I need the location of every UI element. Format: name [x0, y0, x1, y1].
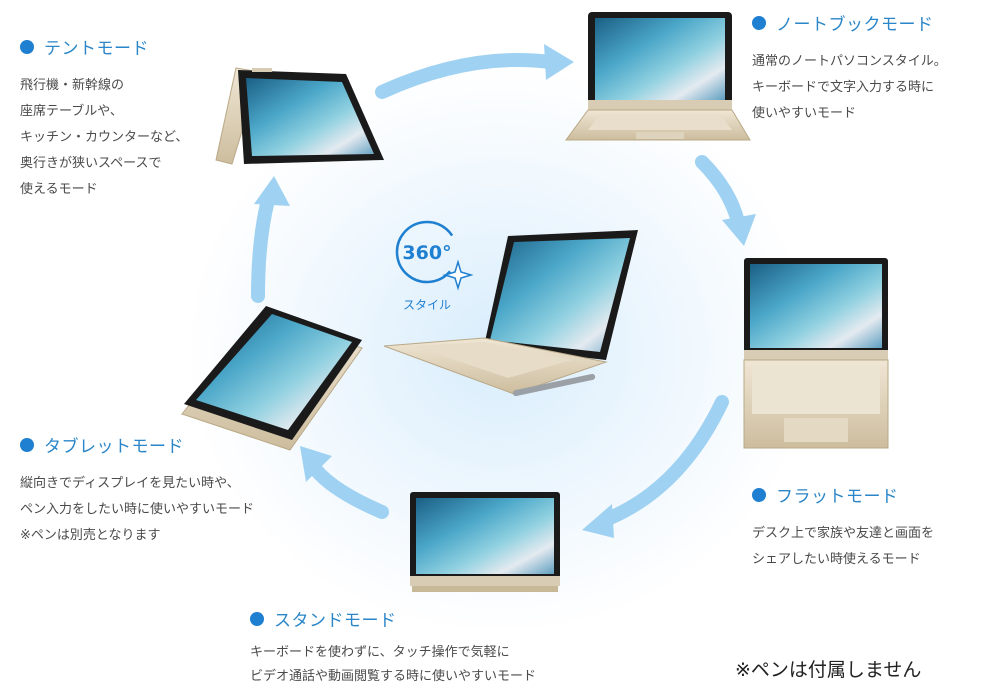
mode-stand-title: スタンドモード	[250, 606, 536, 631]
desc-line: ペン入力をしたい時に使いやすいモード	[20, 502, 255, 517]
mode-tent: テントモード 飛行機・新幹線の 座席テーブルや、 キッチン・カウンターなど、 奥…	[20, 34, 188, 203]
mode-notebook-title: ノートブックモード	[752, 10, 947, 35]
desc-line: 飛行機・新幹線の	[20, 78, 125, 93]
desc-line: デスク上で家族や友達と画面を	[752, 526, 935, 541]
desc-line: キーボードを使わずに、タッチ操作で気軽に	[250, 645, 510, 660]
sparkle-icon	[442, 259, 474, 291]
mode-flat-desc: デスク上で家族や友達と画面を シェアしたい時使えるモード	[752, 521, 934, 573]
cycle-arrows	[251, 44, 756, 538]
desc-line: 使えるモード	[20, 182, 98, 197]
desc-line: ビデオ通話や動画閲覧する時に使いやすいモード	[250, 669, 537, 684]
desc-line: 使いやすいモード	[752, 106, 857, 121]
mode-tent-desc: 飛行機・新幹線の 座席テーブルや、 キッチン・カウンターなど、 奥行きが狭いスペ…	[20, 73, 188, 203]
mode-notebook-title-text: ノートブックモード	[776, 15, 934, 35]
arrow-flat-to-stand	[598, 395, 729, 527]
arrow-head-5	[254, 176, 290, 206]
badge-360-text: 360°	[402, 242, 451, 264]
bullet-dot	[20, 437, 34, 452]
bullet-dot	[752, 15, 766, 30]
arrow-head-4	[300, 446, 332, 482]
badge-style-label: スタイル	[403, 298, 451, 312]
mode-flat-title: フラットモード	[752, 482, 934, 507]
arrow-head-1	[544, 44, 574, 80]
mode-tablet: タブレットモード 縦向きでディスプレイを見たい時や、 ペン入力をしたい時に使いや…	[20, 432, 254, 549]
mode-notebook-desc: 通常のノートパソコンスタイル。 キーボードで文字入力する時に 使いやすいモード	[752, 49, 947, 127]
arrow-head-2	[722, 214, 756, 246]
mode-flat: フラットモード デスク上で家族や友達と画面を シェアしたい時使えるモード	[752, 482, 934, 573]
arrow-head-3	[582, 504, 614, 538]
mode-tablet-title: タブレットモード	[20, 432, 254, 457]
arrow-stand-to-tablet	[309, 463, 389, 519]
laptop-notebook-mode	[565, 12, 751, 141]
laptop-tablet-mode	[181, 306, 363, 451]
desc-line: キッチン・カウンターなど、	[20, 130, 189, 145]
desc-line: 縦向きでディスプレイを見たい時や、	[20, 476, 240, 491]
bullet-dot	[250, 611, 264, 626]
mode-tablet-desc: 縦向きでディスプレイを見たい時や、 ペン入力をしたい時に使いやすいモード ※ペン…	[20, 471, 254, 549]
laptop-center-360	[383, 230, 638, 397]
badge-360: 360° スタイル	[395, 220, 474, 312]
mode-tablet-title-text: タブレットモード	[44, 437, 184, 457]
desc-line: 奥行きが狭いスペースで	[20, 156, 162, 171]
arrow-tent-to-notebook	[375, 53, 557, 99]
arrow-notebook-to-flat	[695, 155, 745, 229]
desc-line: 通常のノートパソコンスタイル。	[752, 54, 947, 69]
pen-not-included-note: ※ペンは付属しません	[735, 659, 922, 681]
mode-notebook: ノートブックモード 通常のノートパソコンスタイル。 キーボードで文字入力する時に…	[752, 10, 947, 127]
mode-tent-title-text: テントモード	[44, 39, 149, 59]
desc-line: キーボードで文字入力する時に	[752, 80, 935, 95]
desc-line: シェアしたい時使えるモード	[752, 552, 921, 567]
mode-stand: スタンドモード キーボードを使わずに、タッチ操作で気軽に ビデオ通話や動画閲覧す…	[250, 606, 536, 689]
mode-stand-title-text: スタンドモード	[274, 611, 397, 631]
laptop-stand-mode	[410, 492, 560, 592]
desc-line: ※ペンは別売となります	[20, 528, 161, 543]
mode-tent-title: テントモード	[20, 34, 188, 59]
mode-stand-desc: キーボードを使わずに、タッチ操作で気軽に ビデオ通話や動画閲覧する時に使いやすい…	[250, 641, 536, 689]
mode-flat-title-text: フラットモード	[776, 487, 899, 507]
desc-line: 座席テーブルや、	[20, 104, 123, 119]
bullet-dot	[20, 39, 34, 54]
laptop-tent-mode	[215, 67, 384, 165]
bullet-dot	[752, 487, 766, 502]
laptop-flat-mode	[743, 258, 889, 449]
arrow-tablet-to-tent	[251, 193, 275, 303]
